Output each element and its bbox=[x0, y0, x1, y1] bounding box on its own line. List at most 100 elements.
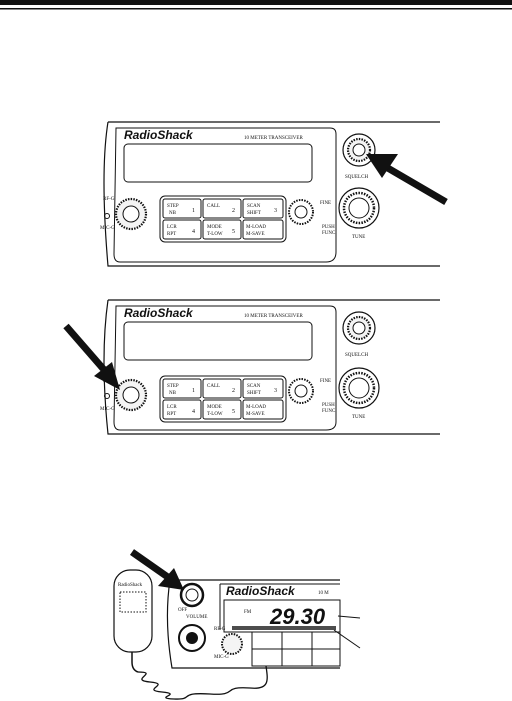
top-rule bbox=[0, 0, 512, 10]
button-call[interactable]: CALL 2 bbox=[202, 198, 242, 219]
svg-text:MODE: MODE bbox=[207, 225, 222, 230]
svg-text:SCAN: SCAN bbox=[247, 384, 261, 389]
svg-text:1: 1 bbox=[192, 388, 195, 394]
callout-line-frequency bbox=[337, 615, 361, 619]
svg-text:STEP: STEP bbox=[167, 204, 179, 209]
radio-figure-squelch: RadioShack 10 METER TRANSCEIVER SQUELCH … bbox=[100, 121, 448, 267]
svg-text:4: 4 bbox=[192, 409, 195, 415]
svg-text:MODE: MODE bbox=[207, 405, 222, 410]
display-window bbox=[123, 321, 313, 361]
fine-knob[interactable] bbox=[288, 378, 314, 404]
svg-text:5: 5 bbox=[232, 229, 235, 235]
off-label: OFF bbox=[178, 608, 187, 613]
svg-text:LCR: LCR bbox=[167, 225, 177, 230]
tune-label: TUNE bbox=[352, 415, 365, 420]
mic-jack bbox=[104, 393, 110, 399]
svg-text:NB: NB bbox=[169, 211, 177, 216]
mic-g-label: MIC-G bbox=[214, 655, 229, 660]
volume-knob[interactable] bbox=[179, 582, 205, 608]
button-mload-msave[interactable]: M-LOAD M-SAVE bbox=[242, 399, 284, 420]
button-lcr-rpt[interactable]: LCR RPT 4 bbox=[162, 399, 202, 420]
svg-text:M-SAVE: M-SAVE bbox=[246, 232, 265, 237]
mic-connector bbox=[178, 624, 206, 652]
lcd-mode: FM bbox=[244, 610, 252, 615]
fine-knob[interactable] bbox=[288, 199, 314, 225]
svg-text:M-LOAD: M-LOAD bbox=[246, 405, 266, 410]
button-lcr-rpt[interactable]: LCR RPT 4 bbox=[162, 219, 202, 240]
svg-text:SHIFT: SHIFT bbox=[247, 391, 261, 396]
mic-brand: RadioShack bbox=[118, 583, 143, 588]
button-step-nb[interactable]: STEP NB 1 bbox=[162, 198, 202, 219]
svg-text:SHIFT: SHIFT bbox=[247, 211, 261, 216]
squelch-label: SQUELCH bbox=[345, 353, 368, 358]
pointer-arrow-volume bbox=[129, 549, 184, 590]
tune-knob[interactable] bbox=[338, 367, 380, 409]
radio-figure-rf-gain: RadioShack 10 METER TRANSCEIVER SQUELCH … bbox=[63, 299, 440, 435]
rf-mic-knob[interactable] bbox=[114, 378, 148, 412]
rf-g-label: RF-G bbox=[214, 627, 226, 632]
lcd-frequency: 29.30 bbox=[269, 604, 326, 629]
svg-text:RPT: RPT bbox=[167, 232, 176, 237]
mic-g-label: MIC-G bbox=[100, 407, 115, 412]
pointer-arrow-rf-gain bbox=[63, 323, 120, 390]
svg-text:LCR: LCR bbox=[167, 405, 177, 410]
mic-g-label: MIC-G bbox=[100, 226, 115, 231]
lcd-signal-bar bbox=[232, 626, 336, 630]
svg-text:4: 4 bbox=[192, 229, 195, 235]
svg-text:M-SAVE: M-SAVE bbox=[246, 412, 265, 417]
svg-text:T-LOW: T-LOW bbox=[207, 232, 223, 237]
tune-knob[interactable] bbox=[338, 187, 380, 229]
svg-text:CALL: CALL bbox=[207, 384, 220, 389]
button-call[interactable]: CALL 2 bbox=[202, 378, 242, 399]
button-scan-shift[interactable]: SCAN SHIFT 3 bbox=[242, 198, 284, 219]
push-label: PUSH bbox=[322, 225, 335, 230]
brand-logo: RadioShack bbox=[226, 584, 296, 598]
button-scan-shift[interactable]: SCAN SHIFT 3 bbox=[242, 378, 284, 399]
svg-text:CALL: CALL bbox=[207, 204, 220, 209]
svg-text:2: 2 bbox=[232, 388, 235, 394]
radio-front-panel bbox=[103, 121, 440, 267]
radio-figure-volume: OFF VOLUME RadioShack 10 M FM 29.30 RF-G… bbox=[113, 549, 361, 700]
button-grid bbox=[251, 631, 341, 667]
rf-g-label: RF-G bbox=[103, 197, 115, 202]
button-mode-tlow[interactable]: MODE T-LOW 5 bbox=[202, 219, 242, 240]
callout-line-meter bbox=[333, 629, 361, 649]
brand-logo: RadioShack bbox=[124, 306, 194, 320]
fine-label: FINE bbox=[320, 201, 331, 206]
mic-jack bbox=[104, 213, 110, 219]
microphone: RadioShack bbox=[113, 569, 268, 700]
svg-text:RPT: RPT bbox=[167, 412, 176, 417]
display-window bbox=[123, 143, 313, 183]
squelch-knob[interactable] bbox=[342, 133, 376, 167]
tune-label: TUNE bbox=[352, 235, 365, 240]
button-mode-tlow[interactable]: MODE T-LOW 5 bbox=[202, 399, 242, 420]
svg-text:SCAN: SCAN bbox=[247, 204, 261, 209]
func-label: FUNC bbox=[322, 231, 336, 236]
radio-front-panel bbox=[103, 299, 440, 435]
radio-body bbox=[166, 579, 340, 669]
button-grid: STEP NB 1 CALL 2 SCAN SHIFT 3 LCR RPT 4 MODE T-L… bbox=[159, 195, 287, 243]
svg-text:T-LOW: T-LOW bbox=[207, 412, 223, 417]
svg-text:3: 3 bbox=[274, 388, 277, 394]
fine-label: FINE bbox=[320, 379, 331, 384]
model-text: 10 METER TRANSCEIVER bbox=[244, 314, 303, 319]
push-label: PUSH bbox=[322, 403, 335, 408]
rf-mic-knob[interactable] bbox=[221, 633, 243, 655]
volume-label: VOLUME bbox=[186, 615, 207, 620]
button-mload-msave[interactable]: M-LOAD M-SAVE bbox=[242, 219, 284, 240]
squelch-label: SQUELCH bbox=[345, 175, 368, 180]
svg-text:STEP: STEP bbox=[167, 384, 179, 389]
svg-text:3: 3 bbox=[274, 208, 277, 214]
svg-text:5: 5 bbox=[232, 409, 235, 415]
model-text: 10 METER TRANSCEIVER bbox=[244, 136, 303, 141]
func-label: FUNC bbox=[322, 409, 336, 414]
brand-logo: RadioShack bbox=[124, 128, 194, 142]
svg-text:1: 1 bbox=[192, 208, 195, 214]
rf-mic-knob[interactable] bbox=[114, 197, 148, 231]
svg-text:2: 2 bbox=[232, 208, 235, 214]
model-short: 10 M bbox=[318, 591, 329, 596]
svg-text:M-LOAD: M-LOAD bbox=[246, 225, 266, 230]
squelch-knob[interactable] bbox=[342, 311, 376, 345]
